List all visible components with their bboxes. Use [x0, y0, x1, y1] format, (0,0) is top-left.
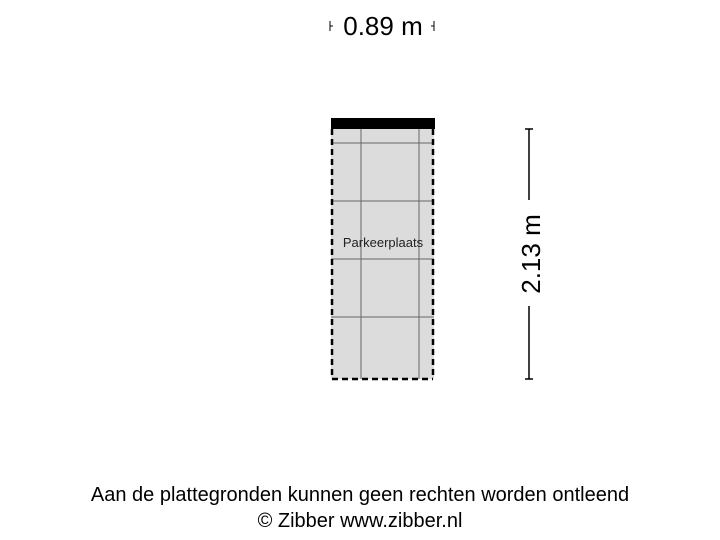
depth-dimension	[525, 128, 533, 380]
depth-dimension-label: 2.13 m	[516, 214, 546, 294]
width-dimension: 0.89 m	[329, 11, 435, 41]
width-dimension-label: 0.89 m	[343, 11, 423, 41]
floor-grid	[331, 129, 434, 379]
floor-plan: Parkeerplaats 0.89 m 2.13 m	[329, 11, 546, 381]
disclaimer-text: Aan de plattegronden kunnen geen rechten…	[90, 484, 630, 506]
wall	[331, 118, 435, 129]
parking-boundary	[330, 129, 435, 381]
parking-floor	[331, 129, 434, 379]
room-label: Parkeerplaats	[343, 235, 424, 250]
copyright-text: © Zibber www.zibber.nl	[257, 510, 463, 532]
